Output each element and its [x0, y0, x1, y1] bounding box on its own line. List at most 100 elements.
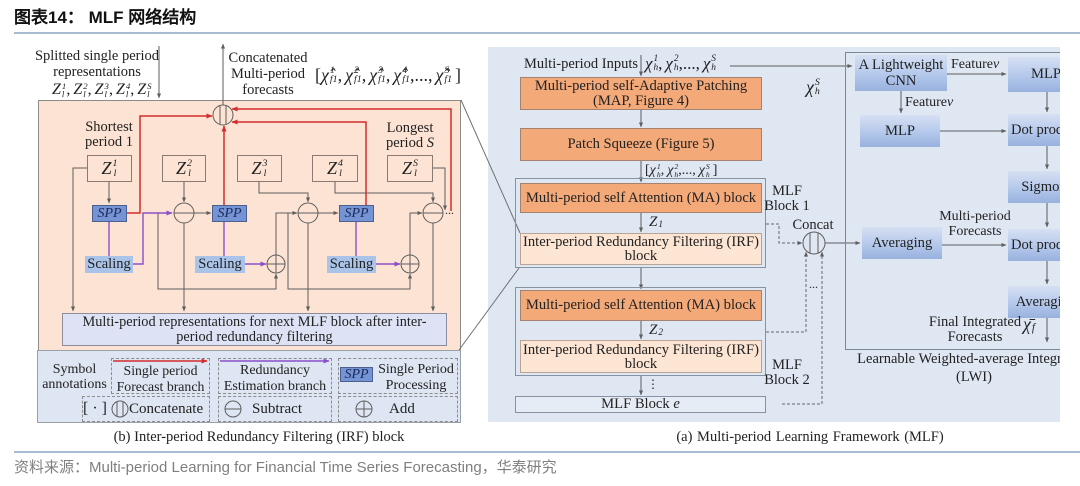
symbol-separator: ,	[130, 81, 135, 98]
label-line: Single period	[123, 363, 198, 378]
label-line: Learnable Weighted-average Integration	[857, 351, 1060, 367]
symbol-legend-panel	[37, 350, 461, 423]
label-line: Block 2	[764, 372, 810, 388]
symbol-separator: ,	[66, 81, 71, 98]
final-forecasts-label: Final Integrated Forecasts	[925, 315, 1025, 345]
bracket-open: [	[645, 162, 650, 178]
add2-to-subtract3-arrow	[409, 210, 423, 255]
label-line: Forecasts	[948, 224, 1002, 239]
continuation-ellipsis: ...	[445, 203, 454, 217]
legend-spp-badge: SPP	[340, 367, 373, 382]
symbol-sub: l	[147, 89, 150, 99]
feature-label-side: Featureν	[905, 95, 953, 111]
legend-add-label: Add	[389, 401, 415, 417]
symbol-sub: l	[188, 167, 191, 179]
label-line: forecasts	[242, 82, 294, 98]
z3-to-subtract2-arrow	[258, 182, 311, 203]
symbol-sub: l	[125, 89, 129, 99]
bracket-close: ]	[712, 162, 718, 178]
patch-squeeze-block: Patch Squeeze (Figure 5)	[520, 128, 762, 161]
legend-forecast-branch-label: Single period Forecast branch	[111, 363, 210, 394]
label-line: MLF	[772, 183, 802, 199]
legend-redundancy-branch-cell	[218, 358, 332, 394]
symbol-sup: 2	[673, 54, 679, 65]
mlf-block-2-label: MLF Block 2	[764, 358, 810, 388]
mlp-block-top: MLP	[1008, 57, 1060, 92]
label-line: annotations	[42, 377, 107, 392]
next-block-representations-box: Multi-period representations for next ML…	[62, 313, 447, 346]
label-text: Feature	[905, 95, 947, 110]
residual-arrow-1	[157, 213, 279, 290]
symbol-sup: 1	[61, 80, 67, 91]
subtract-operator-icon-1	[173, 202, 195, 224]
symbol-sub: f1	[354, 74, 362, 85]
box-line: Inter-period Redundancy Filtering (IRF)	[523, 234, 759, 250]
symbol-separator: ,	[385, 64, 391, 85]
feature-label-top: Featureν	[951, 57, 999, 73]
add-operator-icon-1	[266, 254, 286, 274]
spp-block-3: SPP	[339, 205, 374, 222]
bracket-close: ]	[455, 64, 462, 85]
symbol-sub: h	[674, 169, 679, 179]
symbol-base: Z	[402, 158, 413, 178]
box-line: block	[624, 355, 658, 372]
connector-layer	[70, 43, 1050, 418]
symbol-sup: 3	[262, 158, 268, 170]
legend-spp-cell	[338, 358, 458, 394]
symbol-sup: 4	[402, 64, 408, 76]
label-line: Forecast branch	[116, 378, 205, 394]
legend-subtract-icon	[224, 400, 242, 418]
symbol-sub: l	[61, 89, 65, 99]
input-representations-label: Splitted single period representations	[22, 48, 172, 80]
spp-block-2: SPP	[212, 205, 247, 222]
label-line: Longest	[386, 120, 434, 136]
forecast-branch-sppS	[231, 106, 452, 211]
label-line: Single Period	[378, 362, 454, 377]
feature-variable: ν	[992, 57, 1000, 72]
symbol-sup: 3	[378, 64, 384, 76]
symbol-sup: 2	[674, 162, 679, 172]
symbol-sup: S	[444, 64, 450, 76]
concat-circle	[802, 231, 826, 255]
symbol-base: χ	[645, 54, 653, 73]
block2-forecast-dashed	[766, 251, 809, 333]
symbol-base: Z	[101, 158, 112, 178]
label-line: Forecasts	[947, 329, 1003, 345]
symbol-sup: 4	[338, 158, 343, 170]
label-line: Processing	[385, 377, 447, 393]
redundancy-branch-scaling1	[133, 210, 173, 265]
label-line: Multi-period	[939, 209, 1011, 224]
symbol-sub: f1	[444, 74, 453, 85]
symbol-sup: 2	[83, 80, 88, 91]
legend-concatenate-cell	[82, 396, 210, 422]
scaling-block-1: Scaling	[85, 256, 133, 273]
symbol-base: Z	[94, 81, 104, 98]
lwi-frame	[845, 52, 1060, 350]
symbol-sub: h	[653, 63, 659, 73]
symbol-base: χ	[665, 54, 673, 73]
shortest-period-label: Shortest period 1	[79, 120, 139, 150]
multi-period-forecasts-label: Multi-period Forecasts	[937, 209, 1013, 239]
symbol-sup: 3	[104, 80, 109, 91]
symbol-sup: 2	[187, 158, 192, 170]
source-rule	[14, 451, 1080, 453]
